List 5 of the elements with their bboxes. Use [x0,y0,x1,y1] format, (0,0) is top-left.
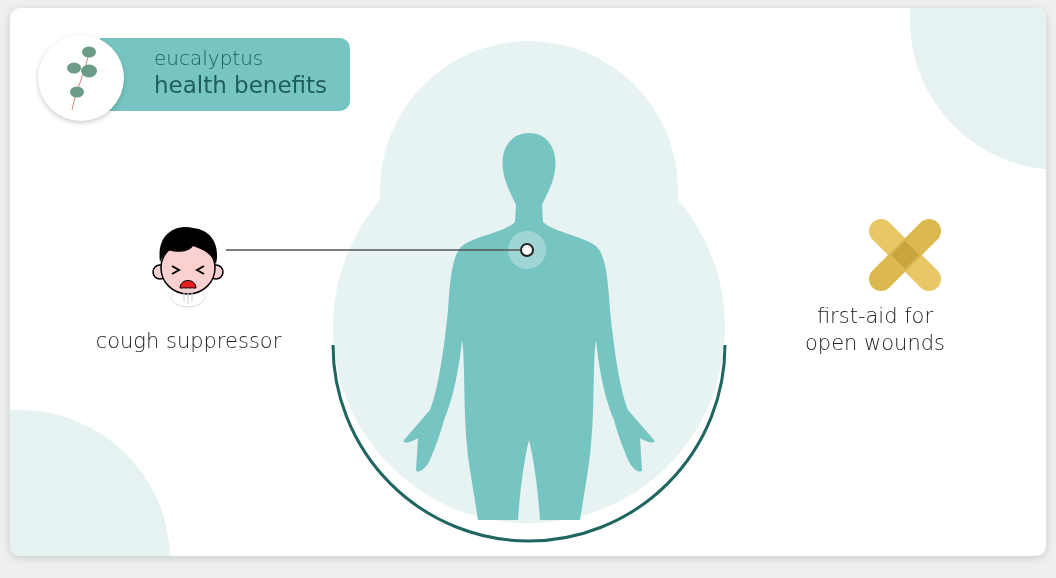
subtitle: eucalyptus [154,46,264,70]
leader-line [225,249,521,251]
title: health benefits [154,72,328,98]
benefit-label: first-aid for open wounds [804,303,946,358]
benefit-label: cough suppressor [94,328,283,355]
